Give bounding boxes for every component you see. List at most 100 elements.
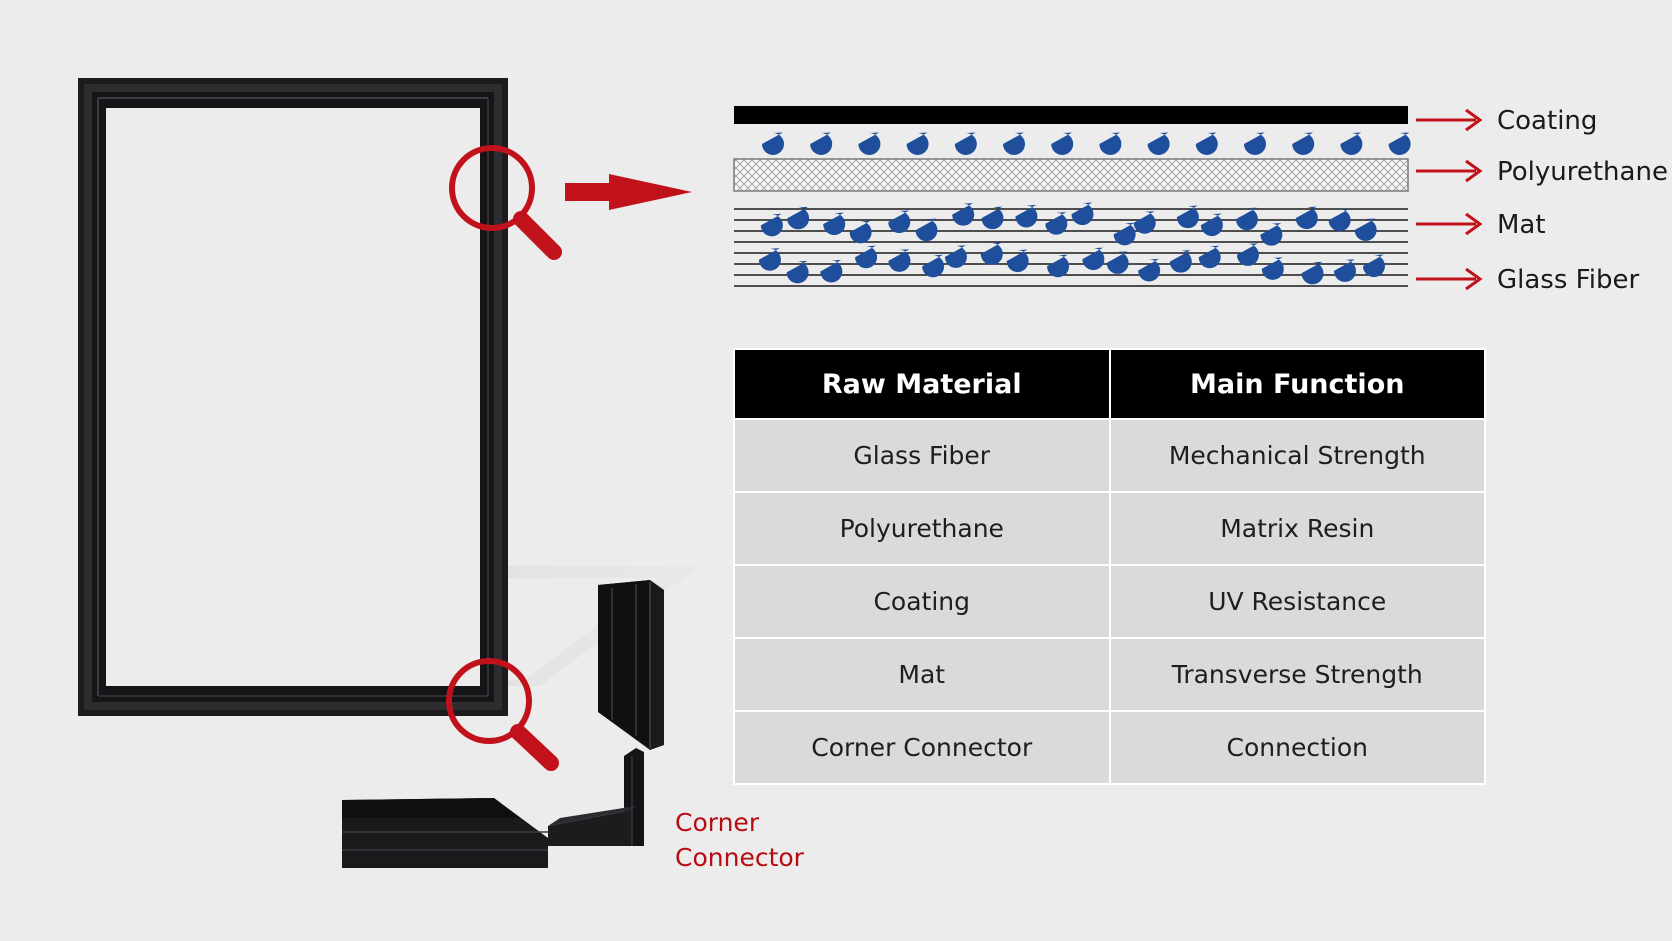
layer-pointer-arrows: [1416, 108, 1483, 291]
fiber-dot: [1354, 218, 1377, 242]
fiber-dot: [1006, 249, 1029, 273]
fiber-dot: [1200, 213, 1223, 237]
fiber-dot: [981, 206, 1004, 230]
fiber-dot: [888, 249, 911, 272]
fiber-dot: [1082, 247, 1105, 271]
fiber-dot: [820, 259, 843, 283]
table-cell-material: Coating: [733, 564, 1111, 639]
fiber-dot: [1198, 245, 1221, 269]
fiber-dot: [786, 260, 809, 284]
fiber-dot: [1138, 258, 1161, 282]
fiber-dot: [1099, 132, 1122, 156]
table-row: Coating UV Resistance: [733, 564, 1486, 639]
fiber-dot: [1362, 254, 1385, 278]
cross-section: [733, 106, 1411, 287]
fiber-dot: [1195, 132, 1218, 156]
window-frame: [78, 78, 508, 716]
arrow-right-icon: [1416, 267, 1483, 291]
fiber-dot: [1133, 211, 1156, 234]
layer-label-glass-fiber: Glass Fiber: [1497, 265, 1640, 295]
fiber-dot: [1340, 132, 1363, 156]
table-cell-function: Connection: [1108, 710, 1486, 785]
fiber-dot: [849, 220, 872, 244]
fiber-dot: [1244, 132, 1266, 155]
fiber-dot: [1147, 132, 1170, 156]
polyurethane-layer: [733, 158, 1409, 192]
table-cell-material: Glass Fiber: [733, 418, 1111, 493]
arrow-right-icon: [1416, 212, 1483, 236]
corner-connector-label-line2: Connector: [675, 843, 804, 872]
coating-layer: [734, 106, 1408, 124]
fiber-dot: [1292, 132, 1315, 156]
fiber-dot: [952, 203, 975, 226]
fiber-dot: [1295, 206, 1318, 230]
arrow-right-icon: [565, 174, 692, 210]
fiber-dot: [760, 213, 783, 237]
layer-label-coating: Coating: [1497, 106, 1598, 136]
fiber-dot: [1235, 207, 1258, 231]
magnifier-icon: [446, 658, 559, 771]
fiber-dot: [758, 248, 781, 271]
fiber-dot: [1260, 223, 1283, 246]
table-header-row: Raw Material Main Function: [733, 348, 1486, 420]
fiber-dot: [1047, 254, 1070, 278]
table-row: Mat Transverse Strength: [733, 637, 1486, 712]
corner-connector-label-line1: Corner: [675, 808, 760, 837]
fiber-dot: [1071, 202, 1094, 226]
table-cell-material: Mat: [733, 637, 1111, 712]
profile-piece-vertical: [598, 580, 664, 750]
corner-connector-parts: [342, 580, 664, 868]
layer-label-polyurethane: Polyurethane: [1497, 157, 1668, 187]
fiber-dot: [1261, 257, 1284, 280]
mat-layer: [734, 208, 1408, 287]
fiber-dot: [1301, 261, 1324, 285]
fiber-dot: [855, 245, 878, 269]
header-raw-material: Raw Material: [733, 348, 1111, 420]
fiber-dot: [915, 218, 938, 242]
table-cell-material: Polyurethane: [733, 491, 1111, 566]
table-cell-function: UV Resistance: [1108, 564, 1486, 639]
fiber-dot: [858, 132, 881, 156]
table-cell-function: Matrix Resin: [1108, 491, 1486, 566]
glass-fiber-layer: [758, 202, 1385, 285]
magnifier-icon: [449, 145, 562, 260]
arrow-right-icon: [1416, 159, 1483, 183]
fiber-dot: [944, 245, 967, 268]
layer-label-mat: Mat: [1497, 210, 1546, 240]
fiber-dot: [1388, 132, 1411, 156]
fiber-dot: [1003, 132, 1025, 155]
header-main-function: Main Function: [1108, 348, 1486, 420]
table-row: Glass Fiber Mechanical Strength: [733, 418, 1486, 493]
fiber-dot: [1051, 132, 1074, 156]
fiber-dot: [787, 206, 810, 230]
arrow-right-icon: [1416, 108, 1483, 132]
fiber-dot: [1328, 208, 1351, 232]
fiber-dot: [888, 210, 911, 234]
fiber-dot: [1169, 250, 1192, 273]
fiber-dot: [906, 132, 929, 156]
fiber-dot: [922, 254, 945, 278]
fiber-dot: [1015, 204, 1038, 228]
table-row: Polyurethane Matrix Resin: [733, 491, 1486, 566]
fiber-row-top: [762, 132, 1411, 156]
fiber-dot: [954, 132, 977, 156]
profile-piece-horizontal: [342, 798, 548, 868]
table-row: Corner Connector Connection: [733, 710, 1486, 785]
fiber-dot: [980, 242, 1003, 265]
fiber-dot: [1113, 222, 1136, 246]
fiber-dot: [823, 212, 846, 236]
materials-table: Raw Material Main Function Glass Fiber M…: [733, 348, 1486, 785]
fiber-dot: [1106, 251, 1129, 274]
table-cell-function: Transverse Strength: [1108, 637, 1486, 712]
table-cell-material: Corner Connector: [733, 710, 1111, 785]
fiber-dot: [810, 132, 833, 156]
fiber-dot: [1176, 205, 1199, 229]
table-cell-function: Mechanical Strength: [1108, 418, 1486, 493]
fiber-dot: [1045, 212, 1068, 235]
fiber-dot: [762, 132, 784, 155]
fiber-dot: [1333, 259, 1356, 282]
l-connector-piece: [548, 748, 644, 846]
fiber-dot: [1236, 243, 1259, 266]
